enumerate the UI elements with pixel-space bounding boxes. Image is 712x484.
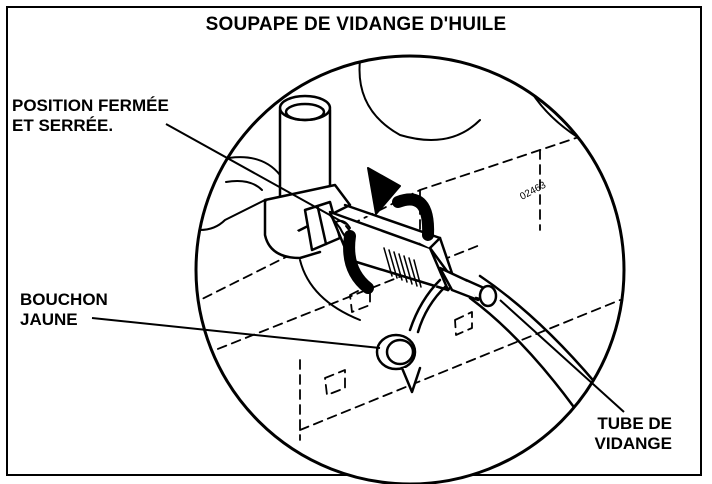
label-position-line1: POSITION FERMÉE <box>12 96 169 115</box>
rotation-arrow-icon <box>343 167 435 294</box>
label-cap-line1: BOUCHON <box>20 290 108 309</box>
diagram-title: SOUPAPE DE VIDANGE D'HUILE <box>205 14 507 35</box>
label-cap-line2: JAUNE <box>20 310 78 329</box>
knurled-grip <box>383 247 422 288</box>
leader-tube <box>499 299 625 413</box>
yellow-cap <box>375 278 448 394</box>
leader-cap <box>91 317 381 349</box>
label-position-line2: ET SERRÉE. <box>12 116 114 135</box>
leader-position <box>165 123 347 225</box>
label-tube-line2: VIDANGE <box>594 434 672 453</box>
label-tube-line1: TUBE DE <box>597 414 672 433</box>
vertical-pipe <box>278 94 332 200</box>
leader-lines <box>91 123 625 413</box>
drain-nipple <box>438 266 498 308</box>
valve-body <box>263 183 352 260</box>
